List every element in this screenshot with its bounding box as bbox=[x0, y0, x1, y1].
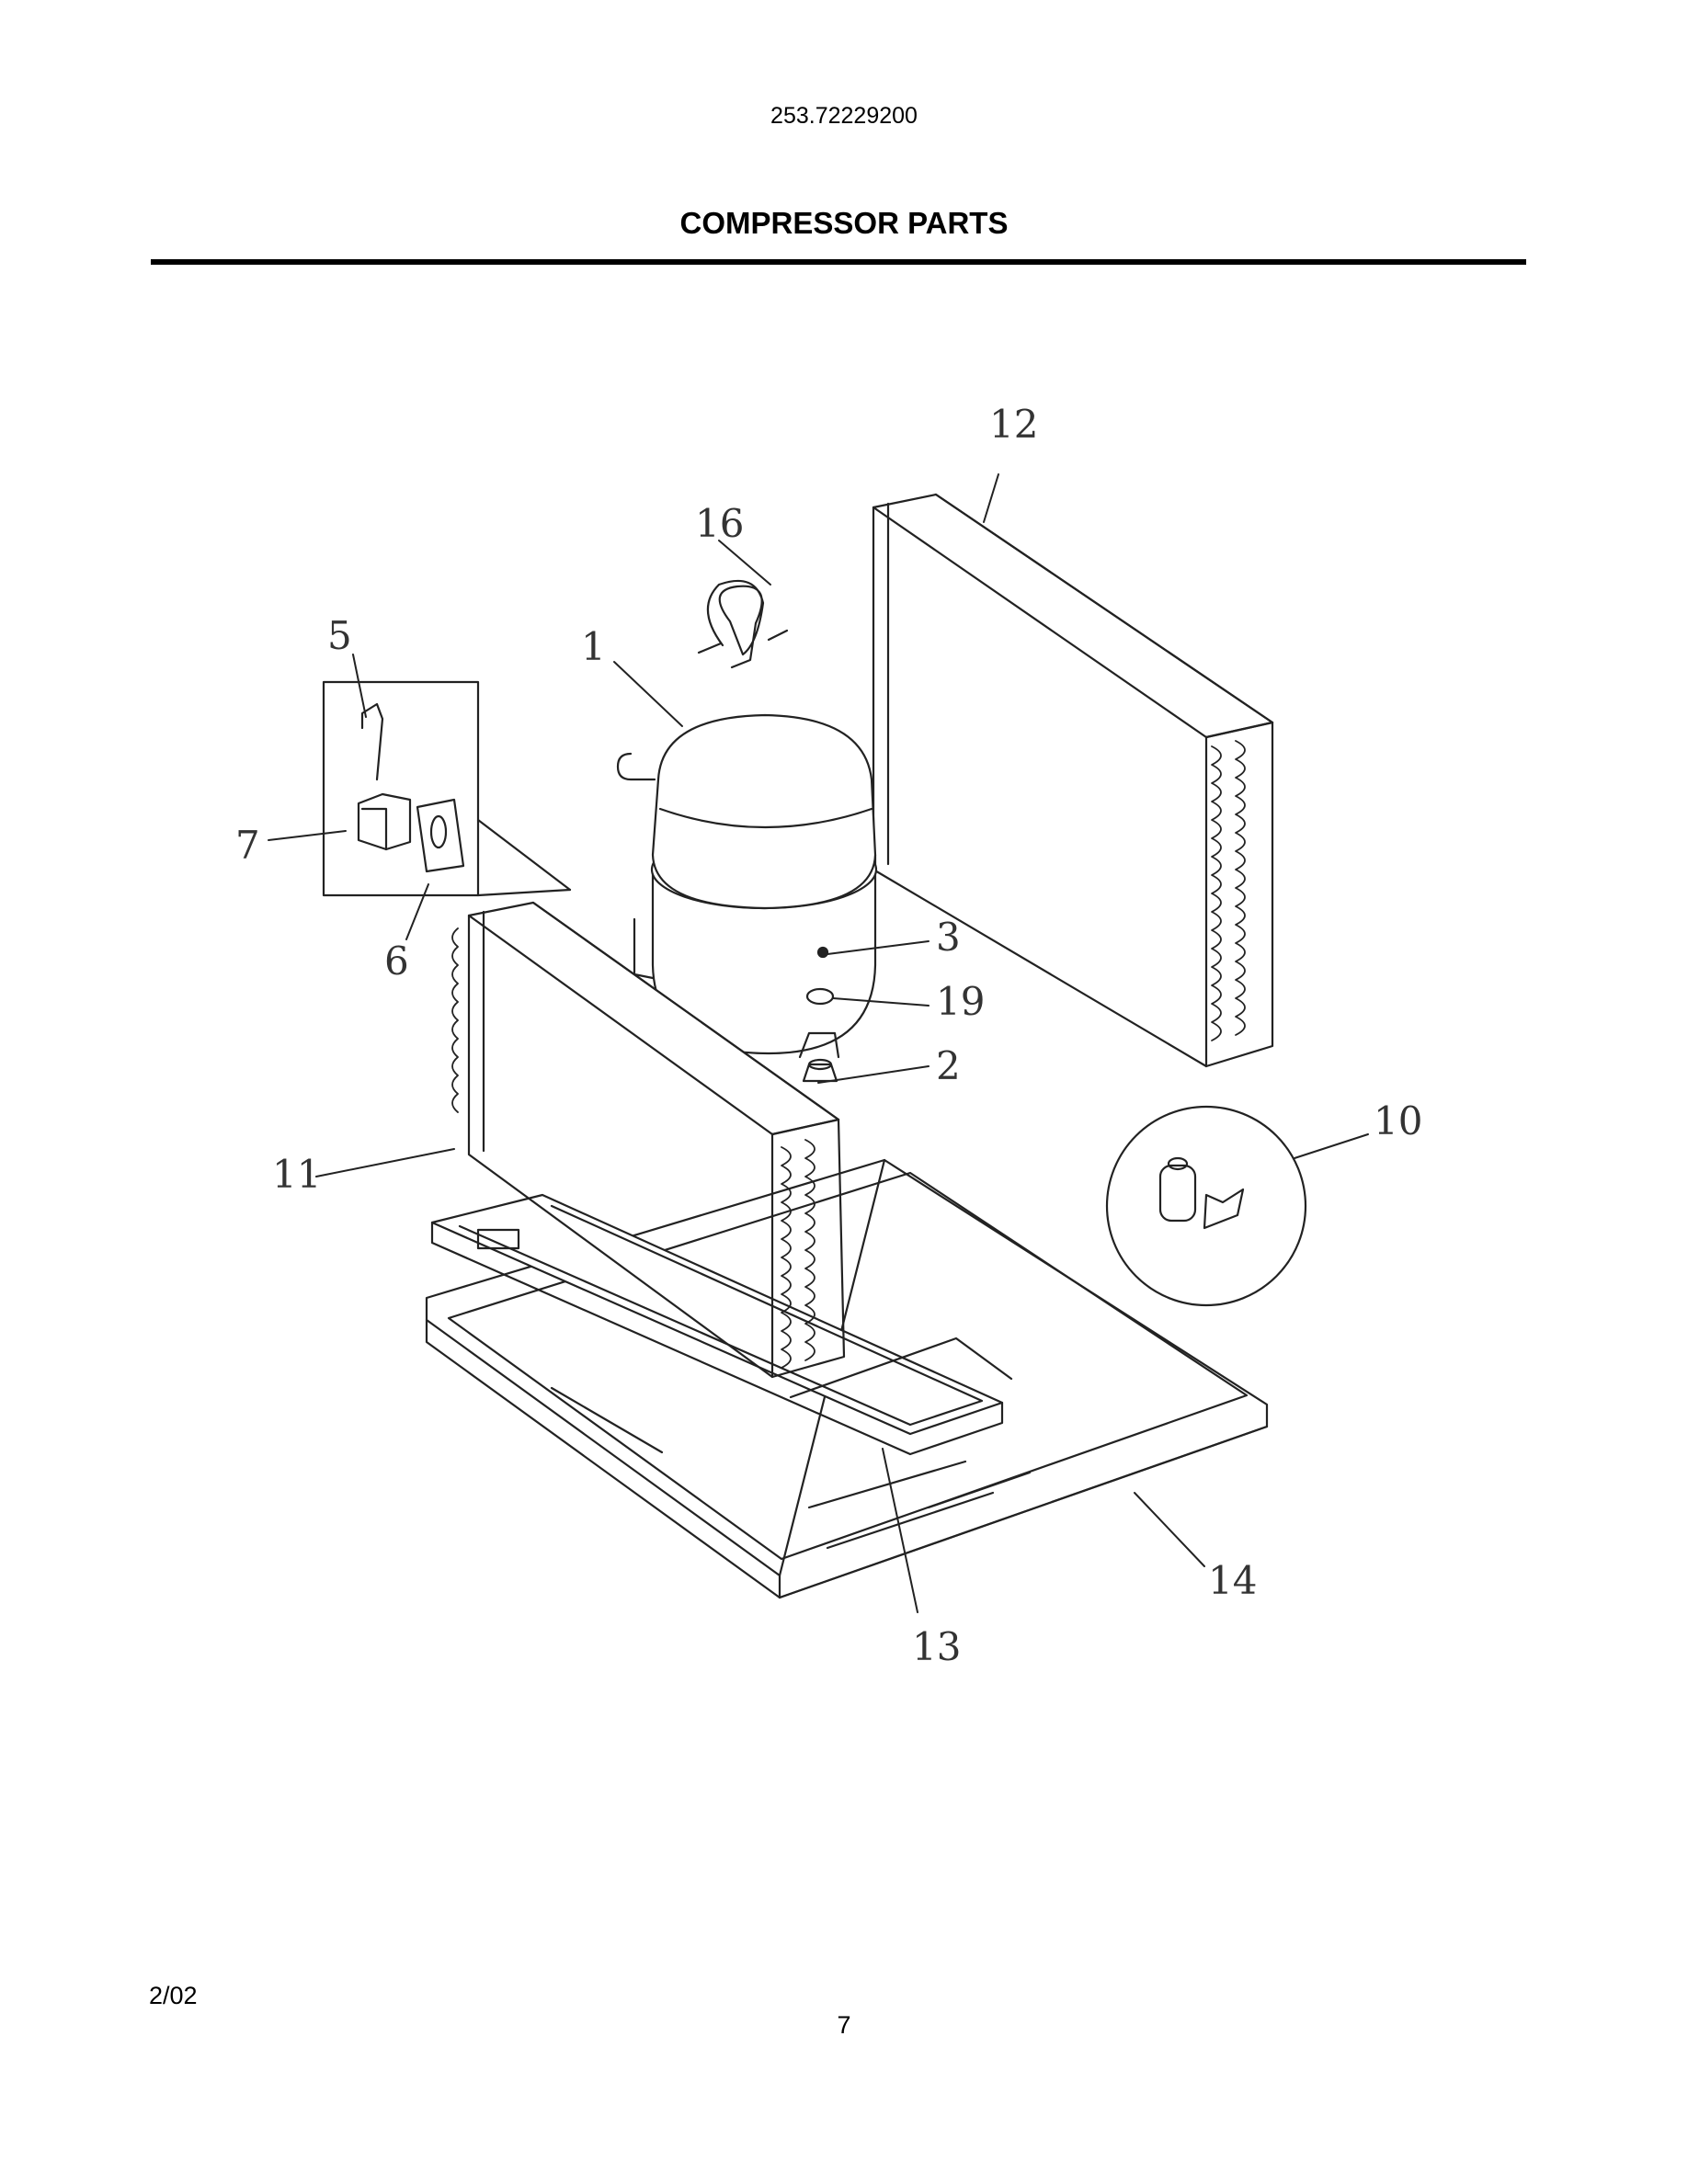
leader-lines bbox=[268, 473, 1369, 1613]
rear-condenser-coil bbox=[872, 493, 1274, 1068]
capillary-tube bbox=[697, 579, 789, 669]
revision-date: 2/02 bbox=[149, 1982, 198, 2009]
section-title: COMPRESSOR PARTS bbox=[679, 206, 1009, 240]
callout-5: 5 bbox=[327, 613, 352, 658]
callout-11: 11 bbox=[272, 1152, 321, 1197]
callout-13: 13 bbox=[912, 1624, 961, 1669]
front-evaporator-coil bbox=[451, 901, 846, 1379]
title-rule bbox=[151, 259, 1526, 265]
model-number: 253.72229200 bbox=[770, 103, 918, 129]
callout-2: 2 bbox=[936, 1043, 961, 1088]
callout-7: 7 bbox=[235, 823, 260, 868]
callout-6: 6 bbox=[384, 938, 409, 984]
accumulator-detail bbox=[1105, 1105, 1307, 1307]
callout-1: 1 bbox=[581, 624, 606, 669]
callout-10: 10 bbox=[1374, 1098, 1422, 1143]
electrical-inset bbox=[322, 680, 572, 897]
callout-3: 3 bbox=[936, 915, 961, 960]
callout-16: 16 bbox=[695, 501, 744, 546]
mounting-grommet bbox=[802, 1058, 838, 1083]
page-number: 7 bbox=[837, 2011, 851, 2039]
callout-19: 19 bbox=[936, 979, 985, 1024]
callout-14: 14 bbox=[1208, 1558, 1257, 1603]
drain-tray bbox=[430, 1193, 1013, 1456]
callout-12: 12 bbox=[989, 402, 1038, 447]
base-pan bbox=[425, 1158, 1269, 1599]
